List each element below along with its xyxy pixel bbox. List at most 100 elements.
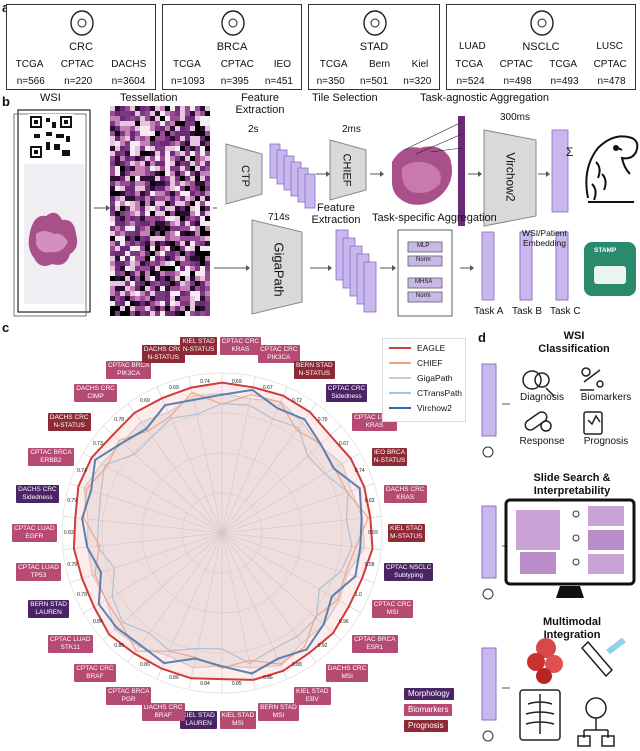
- feature-stack: [335, 229, 377, 313]
- legend-label: GigaPath: [417, 373, 453, 383]
- radar-axis-tag: CPTAC CRC BRAF: [74, 663, 116, 682]
- radar-axis-tag: BERN STAD N-STATUS: [294, 361, 335, 380]
- radar-series-4: [72, 381, 374, 681]
- task-b-label: Task B: [512, 306, 543, 317]
- radar-axis-tag: BERN STAD MSI: [258, 702, 299, 721]
- slide-search-title: Slide Search & Interpretability: [533, 472, 611, 497]
- legend-label: CHIEF: [417, 358, 443, 368]
- radar-range-label: 0.70: [317, 417, 328, 424]
- radar-axis-tag: BERN STAD LAUREN: [28, 600, 69, 619]
- virchow-label: Virchow2: [503, 152, 518, 202]
- legend-swatch: [389, 407, 411, 409]
- prognosis-label: Prognosis: [583, 436, 629, 447]
- cohort-counts: n=350 n=501 n=320: [309, 76, 439, 87]
- radar-range-label: 0.69: [169, 385, 179, 392]
- task-a-label: Task A: [474, 306, 504, 317]
- radar-range-label: 0.85: [114, 642, 125, 649]
- count-label: n=320: [403, 76, 432, 87]
- count-label: n=350: [316, 76, 345, 87]
- ctp-time: 2s: [248, 124, 259, 135]
- radar-range-label: 0.67: [338, 440, 349, 447]
- radar-series-3: [81, 388, 363, 675]
- mlp-label: MLP: [417, 243, 430, 249]
- ctp-label: CTP: [239, 165, 251, 187]
- count-label: n=451: [264, 76, 293, 87]
- site-label: TCGA: [15, 59, 44, 70]
- legend-label: EAGLE: [417, 343, 446, 353]
- diagnosis-icon: [522, 370, 555, 397]
- site-label: CPTAC: [499, 59, 533, 70]
- panel-b-diagram: [13, 106, 639, 317]
- cohort-type: BRCA: [216, 41, 248, 53]
- legend-entry: EAGLE: [389, 343, 445, 353]
- chief-label: CHIEF: [340, 153, 353, 187]
- panel-b-label: b: [2, 94, 10, 109]
- cohort-type: STAD: [359, 41, 389, 53]
- radar-range-label: 0.79: [77, 591, 87, 598]
- count-label: n=493: [550, 76, 579, 87]
- radar-axis-tag: DACHS CRC Sidedness: [16, 484, 59, 503]
- legend-label: CTransPath: [417, 388, 463, 398]
- count-label: n=524: [456, 76, 485, 87]
- site-label: Kiel: [411, 59, 429, 70]
- chief-block: [329, 139, 367, 201]
- radar-range-label: 0.96: [338, 619, 349, 626]
- radar-range-label: 0.58: [364, 561, 375, 568]
- radar-axis-tag: KIEL STAD N-STATUS: [180, 337, 217, 356]
- radar-range-label: 0.72: [292, 398, 302, 405]
- tessellation-header: Tessellation: [120, 92, 178, 104]
- radar-range-label: 0.74: [200, 378, 210, 385]
- radar-range-label: 0.67: [262, 385, 273, 392]
- site-label: TCGA: [549, 59, 578, 70]
- legend-entry: CHIEF: [389, 358, 443, 368]
- response-label: Response: [519, 436, 565, 447]
- radar-axis-tag: CPTAC LUAD EGFR: [12, 524, 57, 542]
- task-agnostic-header: Task-agnostic Aggregation: [420, 92, 550, 104]
- radar-axis-tag: KIEL STAD MSI: [219, 710, 257, 729]
- panel-a-label: a: [2, 0, 9, 15]
- count-label: n=566: [16, 76, 45, 87]
- radar-range-label: 0.85: [231, 681, 242, 688]
- gigapath-time: 714s: [268, 212, 290, 223]
- category-legend-prognosis: Prognosis: [404, 720, 448, 732]
- eagle-small-icon: [482, 446, 494, 458]
- count-label: n=501: [359, 76, 389, 87]
- radar-axis-tag: CPTAC NSCLC Subtyping: [383, 563, 434, 582]
- site-label: CPTAC: [60, 59, 94, 70]
- radar-range-label: 0.63: [364, 498, 375, 505]
- stamp-label: STAMP: [594, 247, 617, 254]
- radar-range-label: 1.0: [354, 591, 362, 598]
- radar-axis-tag: DACHS CRC KRAS: [383, 484, 427, 503]
- biomarkers-label: Biomarkers: [580, 392, 632, 403]
- site-label: Bern: [368, 59, 391, 70]
- count-label: n=220: [64, 76, 93, 87]
- brca-organ-icon: [220, 9, 246, 37]
- stad-organ-icon: [362, 9, 388, 37]
- site-label: IEO: [273, 59, 292, 70]
- radar-range-label: 0.69: [231, 378, 242, 385]
- radar-axis-tag: CPTAC BRCA PGR: [106, 686, 152, 705]
- radar-axis-tag: KIEL STAD M-STATUS: [388, 524, 425, 542]
- radar-axis-tag: CPTAC CRC MSI: [371, 600, 414, 619]
- eagle-small-icon: [482, 730, 494, 742]
- virchow-block: [483, 129, 537, 227]
- legend-label: Virchow2: [417, 403, 452, 413]
- gigapath-block: [251, 219, 303, 315]
- sigma-symbol: Σ: [566, 145, 574, 159]
- task-specific-header: Task-specific Aggregation: [372, 212, 497, 224]
- legend-swatch: [389, 362, 411, 364]
- radar-range-label: 0.86: [169, 674, 179, 681]
- radar-range-label: 0.74: [77, 468, 87, 475]
- qr-code-icon: [28, 114, 74, 160]
- prognosis-icon: [583, 411, 603, 435]
- radar-range-label: 0.79: [67, 561, 78, 568]
- radar-axis-tag: CPTAC CRC PIK3CA: [258, 345, 300, 364]
- embedding-label: WSI/Patient Embedding: [522, 228, 567, 248]
- nsclc-organ-icon: [529, 9, 555, 37]
- monitor-icon: [504, 498, 636, 598]
- radar-range-label: 0.82: [64, 530, 74, 536]
